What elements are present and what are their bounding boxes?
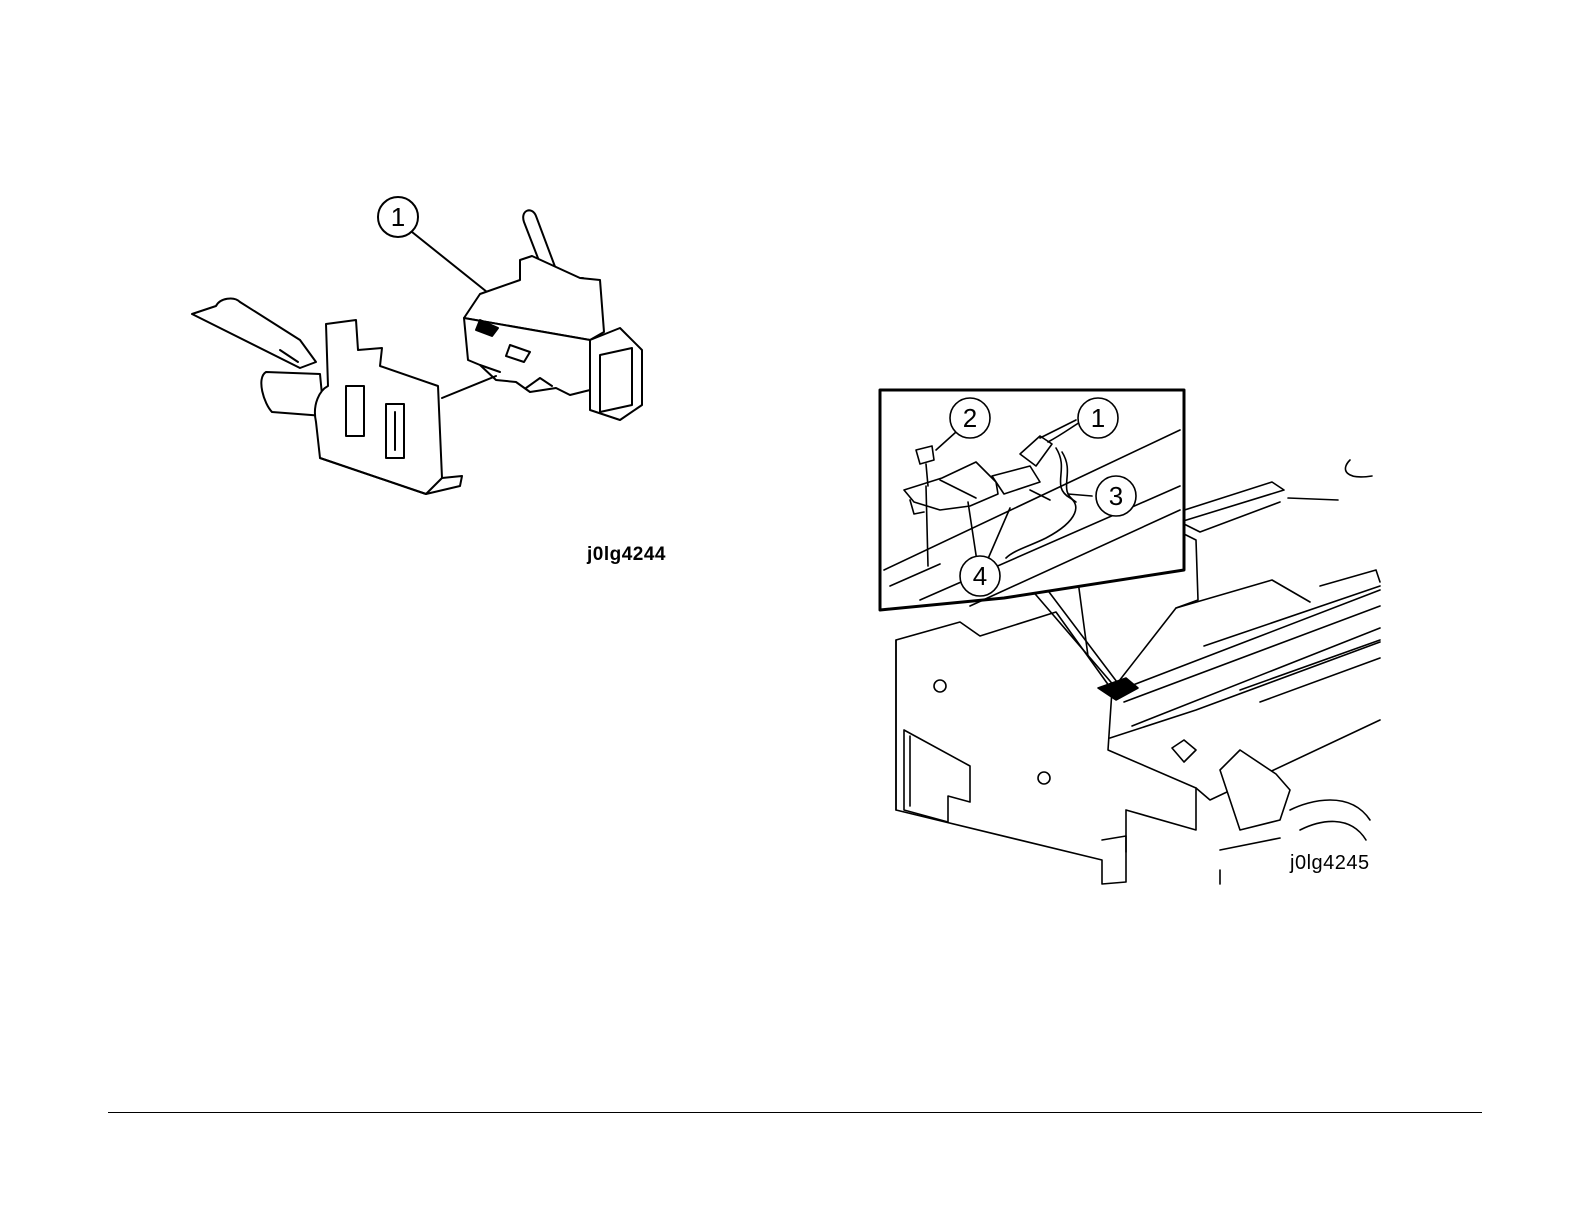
callout-4-label: 4 xyxy=(973,561,987,591)
mount-bracket xyxy=(192,299,462,494)
scanner-assembly-illustration: 2 1 3 4 xyxy=(880,390,1380,890)
sensor-body xyxy=(464,210,642,420)
figure-id-label: j0lg4244 xyxy=(587,544,666,566)
sensor-bracket-illustration: 1 xyxy=(180,190,700,590)
callout-2: 2 xyxy=(950,398,990,438)
callout-2-label: 2 xyxy=(963,403,977,433)
callout-1-label: 1 xyxy=(391,202,405,232)
assembly-leader xyxy=(442,376,496,398)
callout-1-label: 1 xyxy=(1091,403,1105,433)
figure-id-label: j0lg4245 xyxy=(1290,852,1370,875)
figure-right: 2 1 3 4 j0lg4245 xyxy=(880,390,1380,890)
callout-1: 1 xyxy=(1078,398,1118,438)
callout-1: 1 xyxy=(378,197,492,296)
callout-3: 3 xyxy=(1096,476,1136,516)
inset-detail: 2 1 3 4 xyxy=(880,390,1184,610)
footer-divider xyxy=(108,1112,1482,1113)
callout-4: 4 xyxy=(960,556,1000,596)
figure-left: 1 xyxy=(180,190,700,590)
callout-3-label: 3 xyxy=(1109,481,1123,511)
